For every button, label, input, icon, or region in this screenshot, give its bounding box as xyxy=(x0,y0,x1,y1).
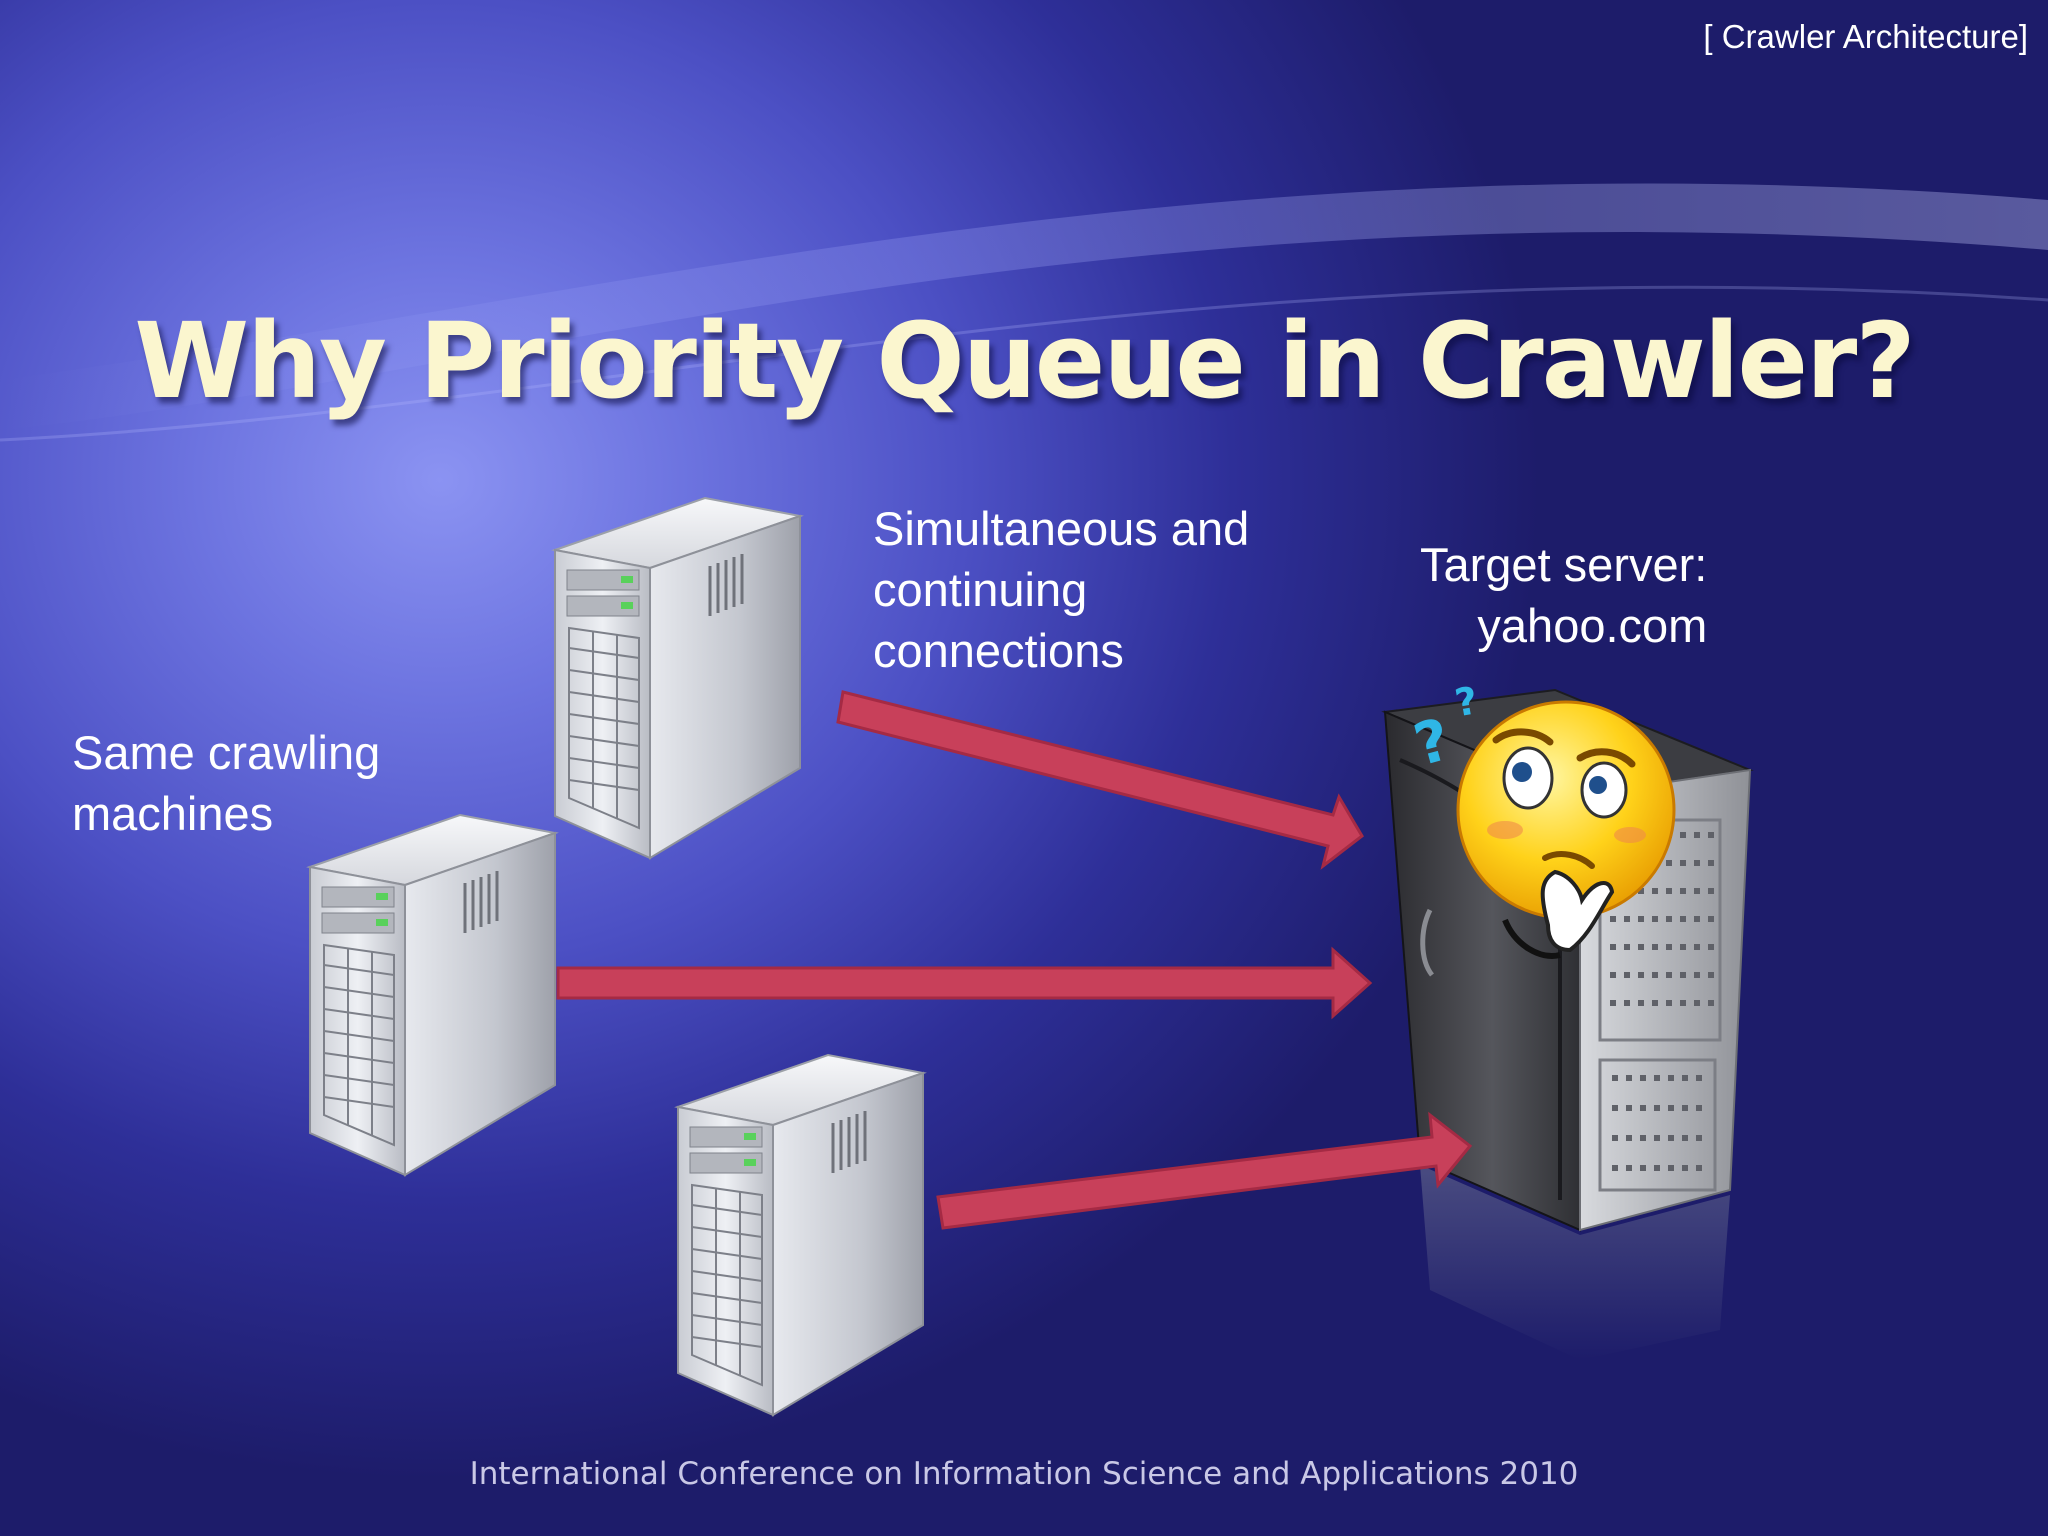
target-server-label-line: Target server: xyxy=(1420,538,1708,591)
footer: International Conference on Information … xyxy=(469,1456,1579,1492)
connections-label: Simultaneous and continuing connections xyxy=(873,498,1249,681)
red-arrow xyxy=(556,946,1373,1020)
connections-label-line: Simultaneous and xyxy=(873,502,1250,555)
server-tower-icon xyxy=(306,813,559,1177)
target-server-label-line: yahoo.com xyxy=(1477,599,1708,652)
machines-label: Same crawling machines xyxy=(72,722,380,844)
connections-label-line: continuing xyxy=(873,563,1088,616)
machines-label-line: machines xyxy=(72,787,274,840)
section-tag: [ Crawler Architecture] xyxy=(1703,18,2028,55)
red-arrow xyxy=(836,690,1364,870)
server-tower-icon xyxy=(551,496,804,860)
server-tower-icon xyxy=(674,1053,927,1417)
red-arrow xyxy=(936,1111,1473,1230)
thinking-face-icon: ? ? xyxy=(1407,678,1676,959)
connections-label-line: connections xyxy=(873,624,1124,677)
machines-label-line: Same crawling xyxy=(72,726,381,779)
slide-title: Why Priority Queue in Crawler? xyxy=(134,300,1915,422)
target-server-label: Target server: yahoo.com xyxy=(1420,534,1707,656)
